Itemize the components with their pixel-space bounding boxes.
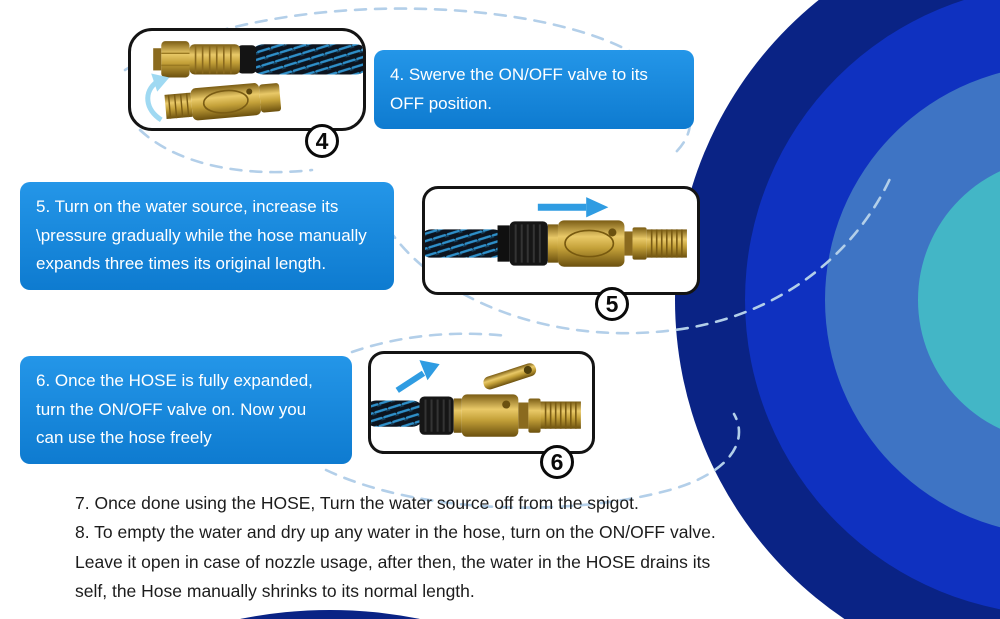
brass-threaded-end xyxy=(518,398,581,433)
step-5-photo xyxy=(422,186,700,295)
hose-connector-illustration-step5 xyxy=(425,197,687,267)
step-6-photo xyxy=(368,351,595,454)
brass-valve-body xyxy=(453,394,519,437)
braided-hose xyxy=(250,44,363,75)
hose-coil-ring-steel xyxy=(825,72,1000,528)
hose-connector-illustration-step4 xyxy=(145,41,363,122)
brass-coupling xyxy=(153,41,240,78)
bottom-arc-decoration xyxy=(240,610,420,619)
dashed-curve-top xyxy=(123,7,692,154)
step-8-text: 8. To empty the water and dry up any wat… xyxy=(75,522,716,602)
dashed-curve-bottom xyxy=(324,412,741,509)
step-5-callout: 5. Turn on the water source, increase it… xyxy=(20,182,394,290)
brass-valve-body xyxy=(547,220,625,267)
step-4-photo xyxy=(128,28,366,131)
hose-collar xyxy=(237,45,257,74)
hose-grip xyxy=(497,221,548,266)
step-6-badge: 6 xyxy=(540,445,574,479)
hose-grip xyxy=(419,396,454,435)
valve-lever xyxy=(483,363,537,390)
step-5-text: 5. Turn on the water source, increase it… xyxy=(36,197,367,274)
step-6-text: 6. Once the HOSE is fully expanded, turn… xyxy=(36,371,313,448)
rotate-arrow-icon xyxy=(145,73,170,122)
brass-threaded-end xyxy=(624,227,687,260)
step-7-text: 7. Once done using the HOSE, Turn the wa… xyxy=(75,493,639,513)
hose-coil-center xyxy=(918,171,1000,429)
dashed-curve-lower-mid xyxy=(350,332,510,354)
step-4-badge: 4 xyxy=(305,124,339,158)
step-6-callout: 6. Once the HOSE is fully expanded, turn… xyxy=(20,356,352,464)
step-5-badge: 5 xyxy=(595,287,629,321)
footer-instructions: 7. Once done using the HOSE, Turn the wa… xyxy=(75,489,737,607)
brass-valve-second xyxy=(164,83,282,121)
step-4-text: 4. Swerve the ON/OFF valve to its OFF po… xyxy=(390,65,648,113)
braided-hose xyxy=(371,400,424,427)
hose-connector-illustration-step6 xyxy=(371,360,581,437)
step-4-callout: 4. Swerve the ON/OFF valve to its OFF po… xyxy=(374,50,694,130)
flow-up-right-arrow-icon xyxy=(395,360,440,393)
braided-hose xyxy=(425,229,506,258)
flow-right-arrow-icon xyxy=(537,197,609,218)
dashed-curve-left xyxy=(138,128,314,174)
